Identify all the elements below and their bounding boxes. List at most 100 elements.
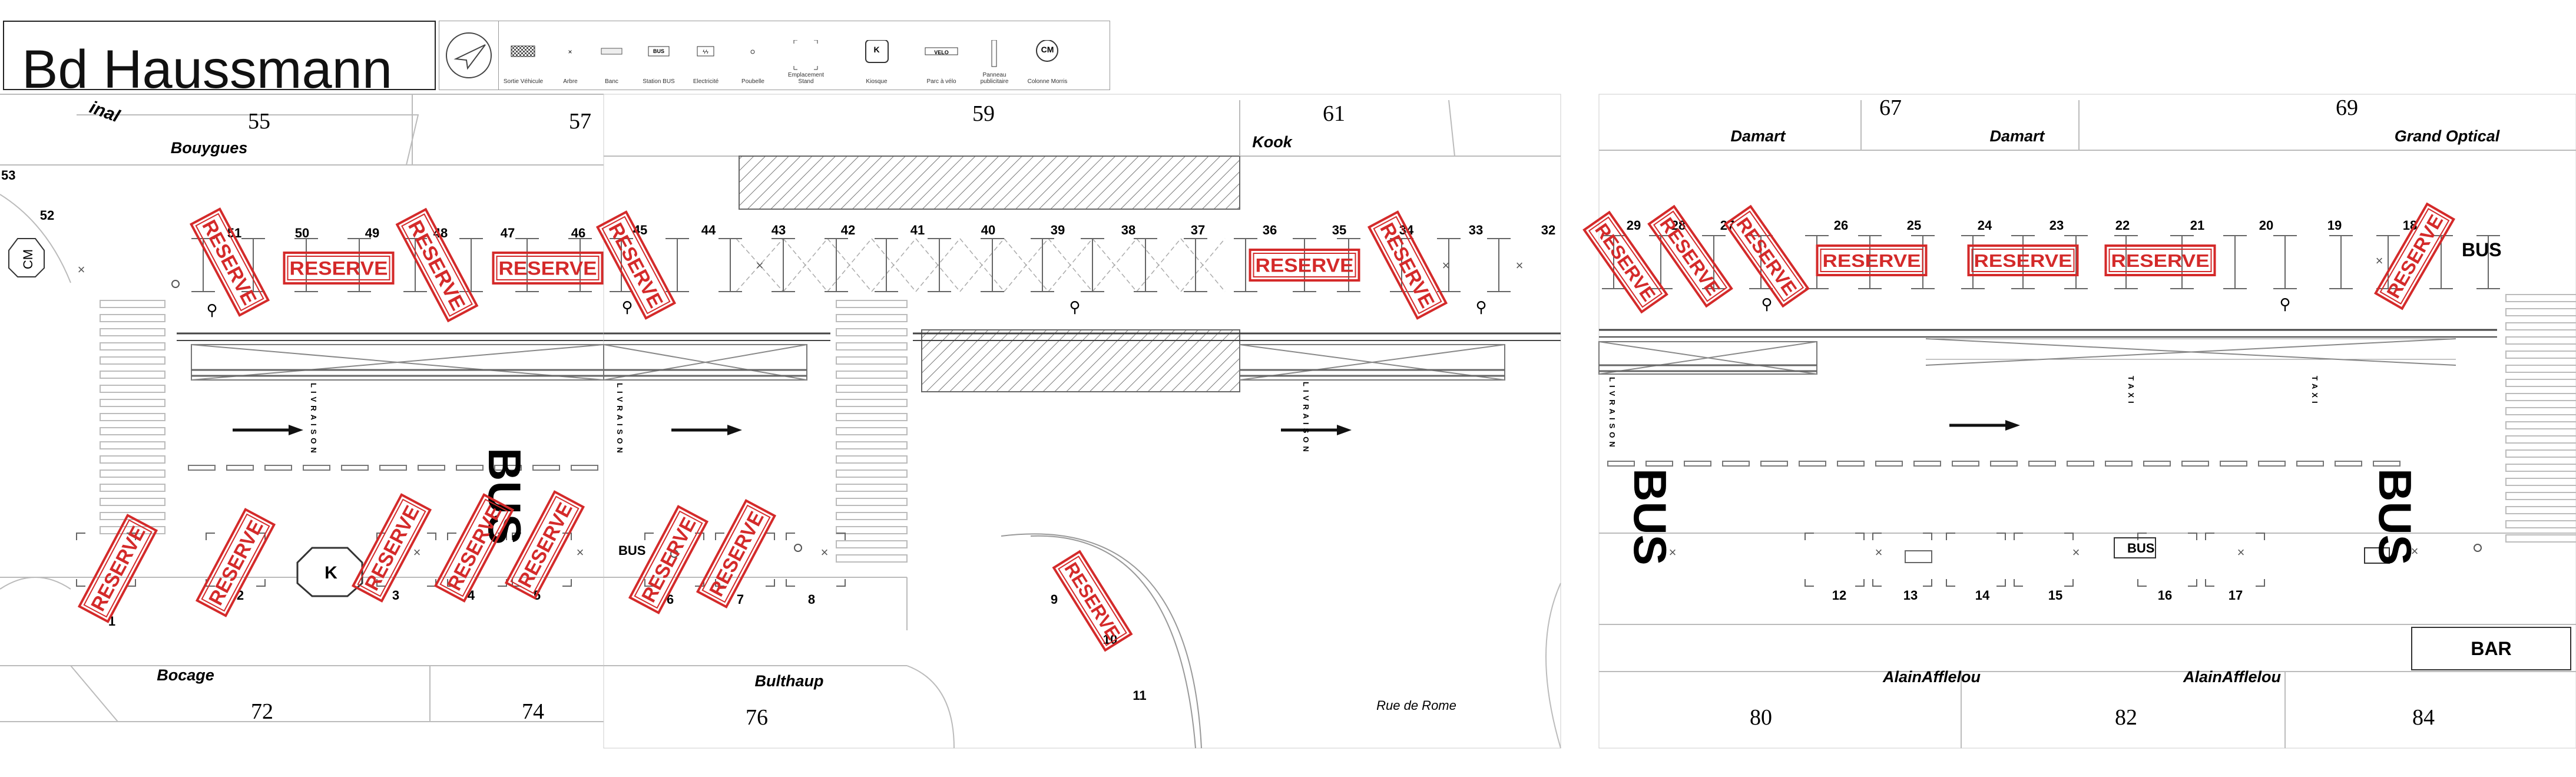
- bin-icon: [171, 280, 180, 288]
- taxi-label: TAXI: [2127, 376, 2135, 407]
- stand-slot[interactable]: [1184, 238, 1207, 292]
- stand-number: 40: [981, 223, 995, 237]
- vehicle-exit-zone: [739, 156, 1240, 210]
- reserved-stamp: RESERVE: [1052, 550, 1133, 652]
- tree-grid: [736, 238, 1226, 292]
- stand-number: 14: [1975, 588, 1990, 603]
- stand-slot[interactable]: [928, 238, 951, 292]
- stand-number: 35: [1332, 223, 1346, 237]
- bus-stop-icon: BUS: [634, 40, 684, 64]
- building-number: 84: [2412, 705, 2435, 730]
- stand-slot[interactable]: [1872, 533, 1932, 587]
- kiosk-icon: K: [852, 39, 902, 64]
- tree-icon: ×: [413, 545, 421, 560]
- hatched-rect-icon: [498, 40, 548, 64]
- stand-number: 12: [1832, 588, 1846, 603]
- stand-slot[interactable]: [447, 533, 507, 587]
- stand-slot[interactable]: [1804, 533, 1865, 587]
- stand-slot[interactable]: [2137, 533, 2197, 587]
- legend-item: Panneau publicitaire: [969, 21, 1019, 90]
- tree-icon: ×: [2376, 253, 2383, 268]
- stand-slot[interactable]: [1946, 533, 2006, 587]
- stand-slot[interactable]: [715, 533, 775, 587]
- bike-rack-icon: ⚲: [206, 301, 217, 319]
- stand-slot[interactable]: [1081, 238, 1104, 292]
- stand-slot[interactable]: [376, 533, 436, 587]
- kiosk-label: K: [325, 563, 337, 583]
- stand-slot[interactable]: [1234, 238, 1257, 292]
- legend-item: Poubelle: [728, 21, 778, 90]
- stand-slot[interactable]: [2376, 235, 2400, 289]
- stand-slot[interactable]: [719, 238, 742, 292]
- svg-text:RESERVE: RESERVE: [499, 257, 597, 279]
- stand-slot[interactable]: [2014, 533, 2074, 587]
- stand-slot[interactable]: [2429, 235, 2453, 289]
- stand-slot[interactable]: [2223, 235, 2247, 289]
- stand-number: 32: [1541, 223, 1555, 237]
- stand-slot[interactable]: [772, 238, 795, 292]
- stand-slot[interactable]: [2205, 533, 2265, 587]
- legend-label: Arbre: [563, 78, 578, 85]
- stand-number: 15: [2048, 588, 2062, 603]
- stand-slot[interactable]: [1031, 238, 1054, 292]
- stand-number: 53: [1, 168, 15, 183]
- stand-slot[interactable]: [512, 533, 572, 587]
- stand-number: 17: [2229, 588, 2243, 603]
- stand-number: 26: [1834, 218, 1848, 233]
- stand-slot[interactable]: [825, 238, 848, 292]
- stand-slot[interactable]: [1337, 238, 1360, 292]
- electric-icon: [2364, 547, 2390, 564]
- tree-icon: ×: [1875, 545, 1883, 560]
- stand-slot[interactable]: [786, 533, 846, 587]
- stand-slot[interactable]: [459, 238, 483, 292]
- stand-slot[interactable]: [665, 238, 689, 292]
- stand-number: 11: [1133, 688, 1146, 703]
- stand-number: 23: [2049, 218, 2064, 233]
- advert-panel-icon: [969, 39, 1019, 67]
- stand-slot[interactable]: [403, 238, 427, 292]
- shop-name: Damart: [1989, 127, 2045, 145]
- stand-slot[interactable]: [1749, 235, 1773, 289]
- stand-slot[interactable]: [1487, 238, 1511, 292]
- building-number: 82: [2115, 705, 2137, 730]
- delivery-label: LIVRAISON: [1608, 377, 1617, 451]
- bar-label: BAR: [2471, 638, 2511, 659]
- bin-icon: [2474, 544, 2482, 552]
- bus-lane-marking: BUS: [2369, 468, 2421, 566]
- tree-icon: ×: [1516, 258, 1524, 273]
- stand-slot[interactable]: [2273, 235, 2297, 289]
- bus-lane-marking: BUS: [1624, 468, 1676, 566]
- stand-number: 33: [1469, 223, 1483, 237]
- stand-slot[interactable]: [981, 238, 1004, 292]
- reserved-stamp: RESERVE: [195, 508, 276, 617]
- taxi-label: TAXI: [2310, 376, 2319, 407]
- reserved-stamp: RESERVE: [283, 252, 395, 285]
- stand-number: 25: [1907, 218, 1921, 233]
- small-cross-icon: ×: [545, 40, 595, 64]
- building-number: 80: [1750, 705, 1772, 730]
- morris-column-label: CM: [21, 249, 35, 269]
- vehicle-exit-zone: [921, 329, 1240, 392]
- stand-number: 22: [2115, 218, 2130, 233]
- stand-slot[interactable]: [2329, 235, 2353, 289]
- stand-slot[interactable]: [76, 533, 136, 587]
- legend-label: Colonne Morris: [1027, 78, 1068, 85]
- shop-name: AlainAfflelou: [2183, 668, 2282, 686]
- stand-number: 49: [365, 226, 379, 240]
- svg-text:RESERVE: RESERVE: [290, 257, 388, 279]
- stand-slot[interactable]: [241, 238, 265, 292]
- stand-number: 7: [737, 592, 744, 607]
- stand-slot[interactable]: [1134, 238, 1157, 292]
- lane-dashes: [188, 465, 598, 471]
- stand-slot[interactable]: [1390, 238, 1413, 292]
- stand-slot[interactable]: [2476, 235, 2500, 289]
- stand-slot[interactable]: [1293, 238, 1316, 292]
- stand-slot[interactable]: [644, 533, 704, 587]
- street-name: Rue de Rome: [1376, 698, 1456, 713]
- reserved-stamp: RESERVE: [1724, 204, 1810, 308]
- stand-slot[interactable]: [875, 238, 898, 292]
- delivery-label: LIVRAISON: [309, 383, 318, 457]
